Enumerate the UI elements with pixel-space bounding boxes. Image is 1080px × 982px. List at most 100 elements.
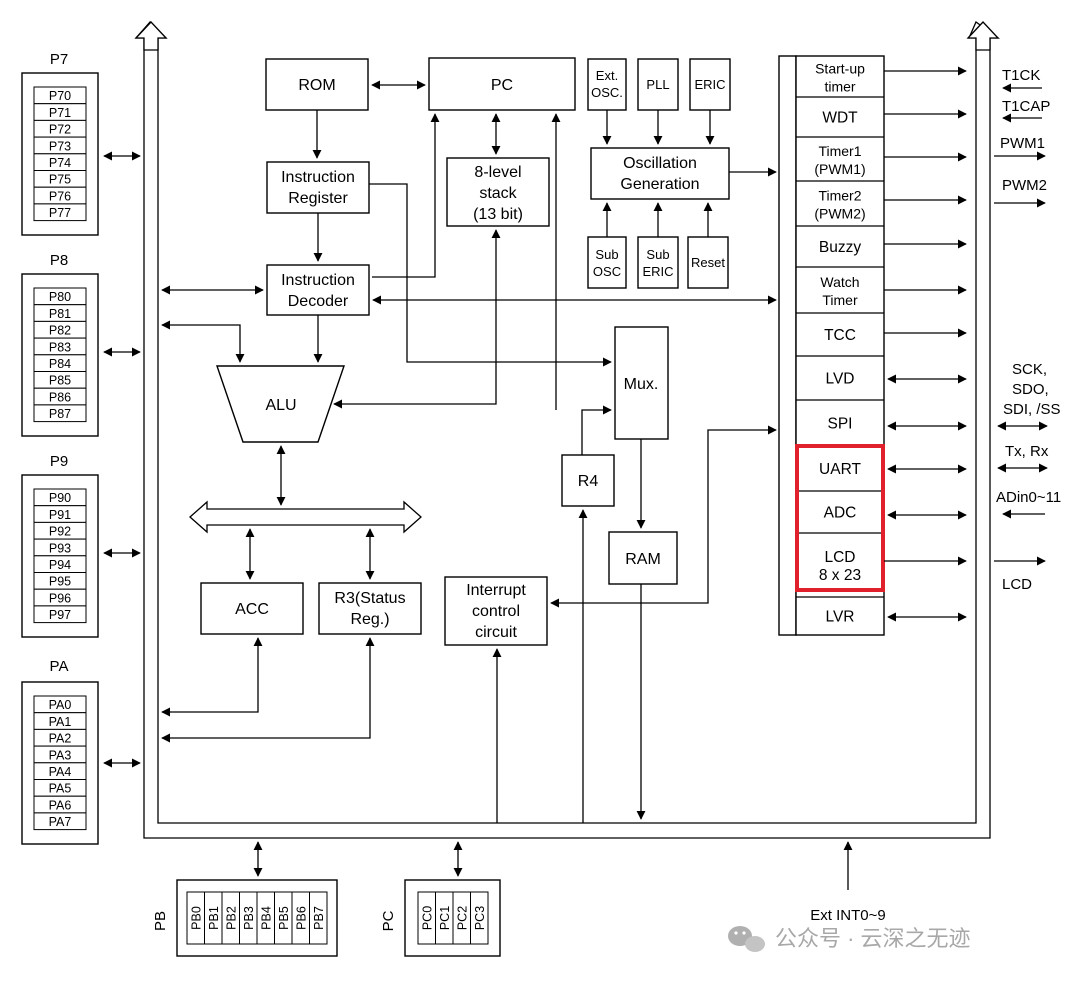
svg-text:P73: P73 <box>49 139 71 153</box>
svg-text:P71: P71 <box>49 106 71 120</box>
pin-p94: P94 <box>33 555 87 573</box>
pin-pc1: PC1 <box>435 891 454 945</box>
stack-block: 8-level stack (13 bit) <box>446 157 550 227</box>
r4-block: R4 <box>561 454 615 507</box>
pin-p91: P91 <box>33 505 87 523</box>
svg-text:PA6: PA6 <box>49 798 72 812</box>
signal-pwm1: PWM1 <box>1000 135 1045 152</box>
signal-t1ck: T1CK <box>1002 67 1040 84</box>
mux-label: Mux. <box>624 376 659 393</box>
pin-p82: P82 <box>33 320 87 339</box>
pin-p90: P90 <box>33 488 87 507</box>
svg-text:PB3: PB3 <box>242 906 256 930</box>
mux-block: Mux. <box>614 326 669 440</box>
signal-spi-3: SDI, /SS <box>1003 401 1061 418</box>
pin-p80: P80 <box>33 287 87 306</box>
svg-text:P92: P92 <box>49 525 71 539</box>
pin-pb6: PB6 <box>291 891 310 945</box>
ir-label-2: Register <box>288 190 348 207</box>
svg-text:WDT: WDT <box>822 110 858 127</box>
svg-text:P97: P97 <box>49 608 71 622</box>
svg-text:P75: P75 <box>49 173 71 187</box>
pin-p72: P72 <box>33 119 87 138</box>
svg-text:PB6: PB6 <box>294 906 308 930</box>
pin-p70: P70 <box>33 86 87 105</box>
reset-block: Reset <box>687 236 729 289</box>
instruction-register-block: Instruction Register <box>266 161 370 214</box>
internal-data-bus <box>189 500 422 534</box>
svg-text:PA1: PA1 <box>49 715 72 729</box>
svg-text:P95: P95 <box>49 575 71 589</box>
svg-text:P85: P85 <box>49 374 71 388</box>
svg-text:PA4: PA4 <box>49 765 72 779</box>
svg-text:P72: P72 <box>49 123 71 137</box>
sub-osc-label-2: OSC <box>593 264 621 279</box>
pin-pa7: PA7 <box>33 812 87 831</box>
svg-text:P74: P74 <box>49 156 71 170</box>
svg-text:LCD: LCD <box>824 549 855 566</box>
peripheral-adc: ADC <box>796 490 884 522</box>
pc-block: PC <box>428 57 576 111</box>
pin-p96: P96 <box>33 588 87 607</box>
watermark: 公众号 · 云深之无迹 <box>728 926 971 952</box>
peripheral-lvr: LVR <box>796 596 884 626</box>
peripheral-timer1: Timer1(PWM1) <box>796 136 884 177</box>
pin-p71: P71 <box>33 103 87 121</box>
int-label-1: Interrupt <box>466 582 526 599</box>
svg-text:LVD: LVD <box>825 371 854 388</box>
port-p8-title: P8 <box>50 252 68 269</box>
stack-label-2: stack <box>479 185 517 202</box>
svg-text:P93: P93 <box>49 541 71 555</box>
id-label-2: Decoder <box>288 293 349 310</box>
svg-text:P83: P83 <box>49 340 71 354</box>
svg-text:PB5: PB5 <box>277 906 291 930</box>
ext-osc-block: Ext. OSC. <box>587 58 627 111</box>
svg-text:Timer2: Timer2 <box>818 188 861 204</box>
pin-p87: P87 <box>33 404 87 423</box>
svg-text:P91: P91 <box>49 508 71 522</box>
pin-pa6: PA6 <box>33 795 87 814</box>
signal-ext-int: Ext INT0~9 <box>810 907 885 924</box>
sub-eric-block: Sub ERIC <box>637 236 679 289</box>
r3-status-block: R3(Status Reg.) <box>318 582 422 635</box>
pc-label: PC <box>491 77 513 94</box>
svg-text:Timer: Timer <box>822 292 858 308</box>
pin-pc2: PC2 <box>452 891 471 945</box>
svg-text:PB2: PB2 <box>224 906 238 930</box>
pin-p97: P97 <box>33 605 87 624</box>
pin-pc0: PC0 <box>417 891 436 945</box>
rom-label: ROM <box>298 77 335 94</box>
svg-text:UART: UART <box>819 461 861 478</box>
svg-text:PC2: PC2 <box>455 906 469 930</box>
signal-spi-2: SDO, <box>1012 381 1049 398</box>
signal-t1cap: T1CAP <box>1002 98 1050 115</box>
rom-block: ROM <box>265 58 369 111</box>
svg-text:Watch: Watch <box>820 274 859 290</box>
sub-eric-label-1: Sub <box>646 247 669 262</box>
pin-p84: P84 <box>33 354 87 372</box>
int-label-2: control <box>472 603 520 620</box>
osc-gen-block: Oscillation Generation <box>590 147 730 200</box>
svg-text:PA3: PA3 <box>49 748 72 762</box>
watermark-text: 公众号 · 云深之无迹 <box>775 926 971 951</box>
ram-label: RAM <box>625 551 661 568</box>
svg-text:PB4: PB4 <box>259 906 273 930</box>
port-p9-title: P9 <box>50 453 68 470</box>
signal-lcd: LCD <box>1002 576 1032 593</box>
pin-pb0: PB0 <box>186 891 205 945</box>
svg-text:PB1: PB1 <box>207 906 221 930</box>
port-p7-title: P7 <box>50 51 68 68</box>
svg-text:P81: P81 <box>49 307 71 321</box>
pin-pb5: PB5 <box>274 891 293 945</box>
pin-p95: P95 <box>33 572 87 590</box>
wechat-icon <box>728 926 765 952</box>
svg-text:PA0: PA0 <box>49 698 72 712</box>
highlight-uart-adc-lcd <box>795 444 885 592</box>
svg-text:LVR: LVR <box>825 609 854 626</box>
svg-text:P82: P82 <box>49 324 71 338</box>
svg-text:P94: P94 <box>49 558 71 572</box>
svg-text:ADC: ADC <box>824 505 857 522</box>
pin-p92: P92 <box>33 521 87 540</box>
